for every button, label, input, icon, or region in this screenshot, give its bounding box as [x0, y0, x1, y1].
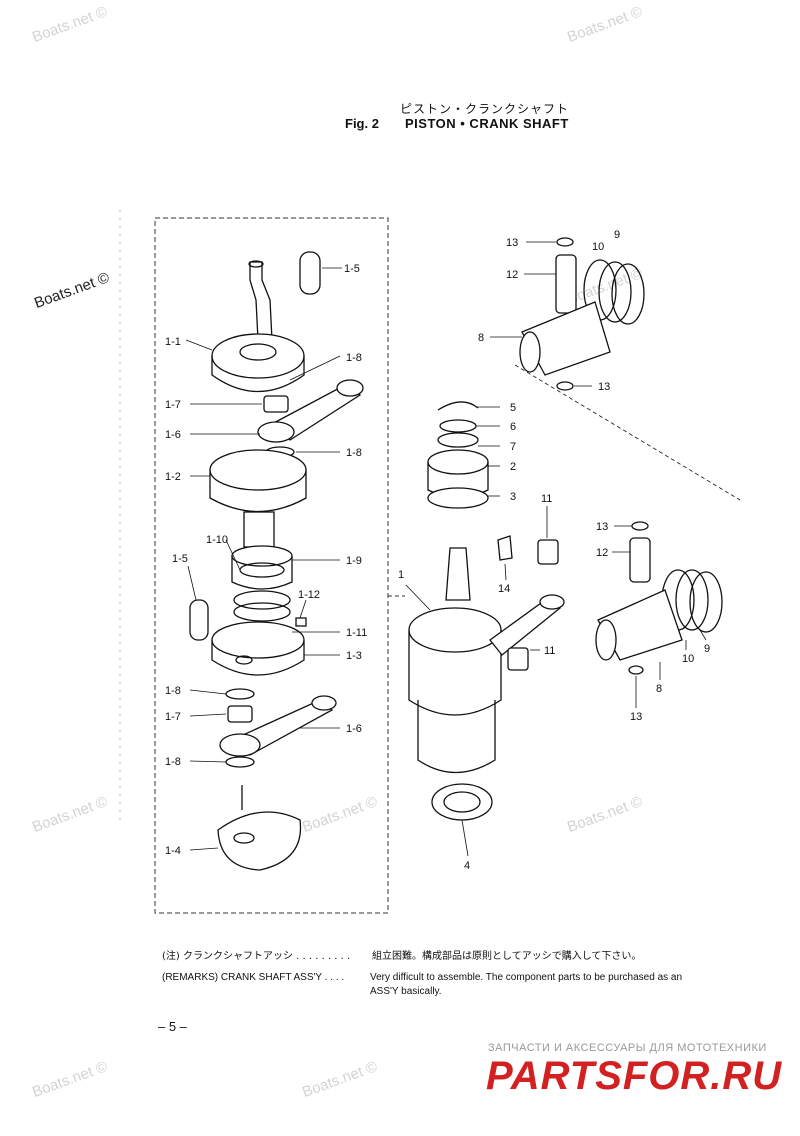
part-label: 1-1 [165, 336, 181, 348]
part-label: 1-12 [298, 589, 320, 601]
part-label: 7 [510, 441, 516, 453]
part-label: 1-6 [165, 429, 181, 441]
ad-tagline: ЗАПЧАСТИ И АКСЕССУАРЫ ДЛЯ МОТОТЕХНИКИ [488, 1042, 767, 1054]
part-label: 6 [510, 421, 516, 433]
part-label: 1-8 [346, 447, 362, 459]
assembly-boundary [154, 217, 389, 914]
part-label: 1-8 [165, 685, 181, 697]
part-label: 3 [510, 491, 516, 503]
part-label: 9 [704, 643, 710, 655]
piston-drawing-upper [514, 237, 741, 501]
remark-jp-label: (注) クランクシャフトアッシ . . . . . . . . . [162, 951, 351, 962]
part-labels: 1-5 1-1 1-8 1-7 1-6 1-8 1-2 1-10 1-9 1-5… [165, 229, 710, 872]
part-label: 12 [596, 547, 608, 559]
part-label: 8 [478, 332, 484, 344]
part-label: 1-5 [344, 263, 360, 275]
title-japanese: ピストン・クランクシャフト [400, 102, 570, 116]
part-label: 1-6 [346, 723, 362, 735]
page-title: PISTON • CRANK SHAFT [405, 116, 569, 131]
part-label: 13 [596, 521, 608, 533]
part-label: 1-3 [346, 650, 362, 662]
part-label: 9 [614, 229, 620, 241]
part-label: 14 [498, 583, 510, 595]
part-label: 13 [506, 237, 518, 249]
part-label: 11 [541, 493, 552, 505]
part-label: 1-11 [346, 627, 367, 639]
part-label: 13 [630, 711, 642, 723]
part-label: 1-10 [206, 534, 228, 546]
leader-lines [185, 241, 707, 857]
crankshaft-assembled-drawing [408, 401, 565, 821]
figure-number: Fig. 2 [345, 116, 379, 131]
crankshaft-assembly-drawing [189, 251, 364, 871]
part-label: 1-9 [346, 555, 362, 567]
part-label: 1-8 [165, 756, 181, 768]
part-label: 4 [464, 860, 470, 872]
piston-drawing-lower [595, 521, 723, 675]
part-label: 8 [656, 683, 662, 695]
part-label: 2 [510, 461, 516, 473]
part-label: 1-8 [346, 352, 362, 364]
part-label: 1-5 [172, 553, 188, 565]
page-number: – 5 – [158, 1019, 187, 1034]
part-label: 10 [682, 653, 694, 665]
remark-en-text-1: Very difficult to assemble. The componen… [370, 972, 683, 983]
part-label: 1-4 [165, 845, 181, 857]
part-label: 13 [598, 381, 610, 393]
part-label: 5 [510, 402, 516, 414]
ad-logo[interactable]: PARTSFOR.RU [486, 1054, 783, 1098]
part-label: 1-2 [165, 471, 181, 483]
part-label: 11 [544, 645, 555, 657]
part-label: 1 [398, 569, 404, 581]
part-label: 10 [592, 241, 604, 253]
part-label: 1-7 [165, 711, 181, 723]
part-label: 1-7 [165, 399, 181, 411]
remark-en-label: (REMARKS) CRANK SHAFT ASS'Y . . . . [162, 972, 345, 983]
remark-en-text-2: ASS'Y basically. [370, 986, 442, 997]
remark-jp-text: 組立困難。構成部品は原則としてアッシで購入して下さい。 [372, 951, 642, 962]
part-label: 12 [506, 269, 518, 281]
